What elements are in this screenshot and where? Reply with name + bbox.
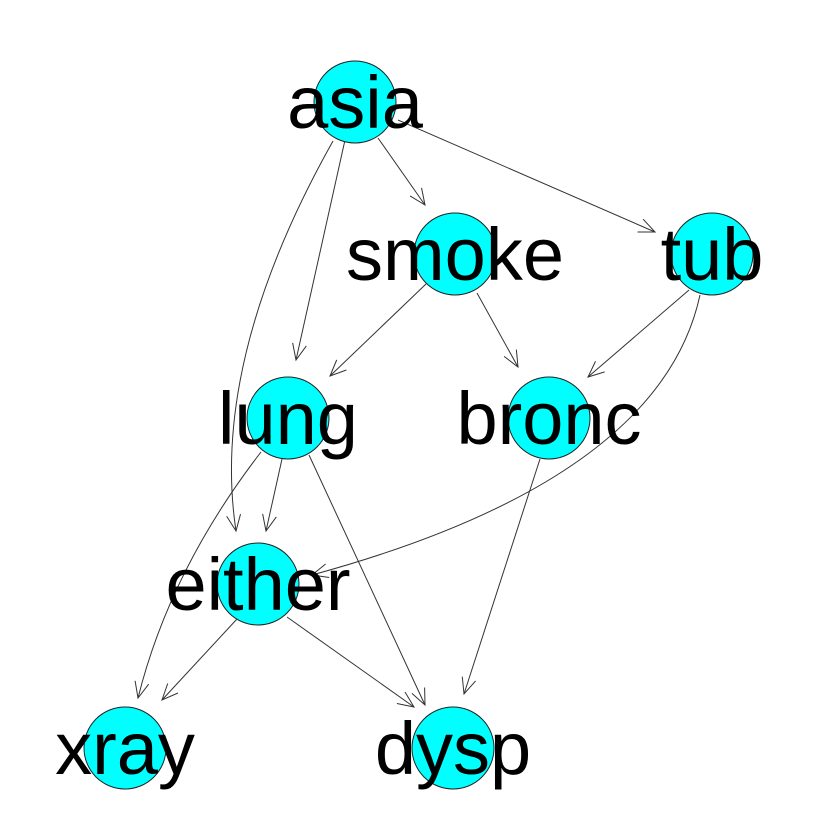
node-tub [670, 212, 754, 296]
node-label-dysp: dysp [375, 707, 531, 790]
arrowhead-icon [329, 359, 347, 377]
edge-tub-to-bronc [587, 289, 690, 378]
labels-layer: asia smoke tub lung bronc either xray dysp [55, 61, 763, 790]
arrowhead-icon [587, 361, 605, 378]
node-smoke [413, 212, 497, 296]
arrowhead-icon [396, 691, 416, 708]
edge-asia-to-either [226, 140, 334, 533]
node-label-tub: tub [661, 213, 764, 296]
arrowhead-icon [409, 187, 426, 207]
edge-either-to-xray [161, 618, 238, 701]
edge-line [476, 292, 519, 368]
node-asia [313, 60, 397, 144]
edge-lung-to-either [262, 458, 283, 533]
nodes-layer [83, 60, 754, 790]
edge-line [286, 616, 415, 708]
edge-line [137, 451, 262, 699]
edge-line [295, 139, 346, 361]
edge-asia-to-smoke [377, 137, 426, 207]
edge-asia-to-tub [397, 119, 657, 233]
edge-line [265, 458, 283, 532]
arrowhead-icon [292, 342, 307, 362]
node-xray [83, 706, 167, 790]
node-label-smoke: smoke [346, 213, 564, 296]
node-dysp [411, 706, 495, 790]
edge-asia-to-lung [292, 139, 346, 362]
edge-tub-to-either [310, 294, 701, 579]
node-label-xray: xray [55, 707, 195, 790]
arrowhead-icon [226, 514, 241, 533]
node-lung [246, 376, 330, 460]
edge-lung-to-xray [134, 451, 262, 700]
node-label-lung: lung [218, 377, 358, 460]
node-bronc [507, 376, 591, 460]
edge-line [397, 119, 656, 233]
arrowhead-icon [310, 563, 330, 579]
edge-line [463, 458, 541, 695]
edge-smoke-to-lung [329, 283, 427, 377]
edge-line [329, 283, 427, 377]
arrowhead-icon [161, 683, 179, 701]
arrowhead-icon [411, 687, 426, 707]
edge-line [231, 140, 334, 532]
edge-either-to-dysp [286, 616, 416, 708]
edge-line [587, 289, 690, 378]
edge-line [308, 454, 426, 706]
edge-line [161, 618, 238, 701]
arrowhead-icon [134, 680, 150, 700]
edge-line [377, 137, 426, 206]
edge-bronc-to-dysp [461, 458, 541, 696]
node-label-either: either [165, 543, 350, 626]
edges-layer [134, 119, 701, 708]
edge-smoke-to-bronc [476, 292, 519, 369]
arrowhead-icon [461, 676, 476, 696]
arrowhead-icon [262, 513, 277, 533]
edge-line [311, 294, 701, 576]
node-label-asia: asia [287, 61, 424, 144]
node-label-bronc: bronc [456, 377, 641, 460]
arrowhead-icon [503, 349, 519, 369]
edge-lung-to-dysp [308, 454, 426, 707]
node-either [216, 542, 300, 626]
arrowhead-icon [637, 218, 657, 233]
